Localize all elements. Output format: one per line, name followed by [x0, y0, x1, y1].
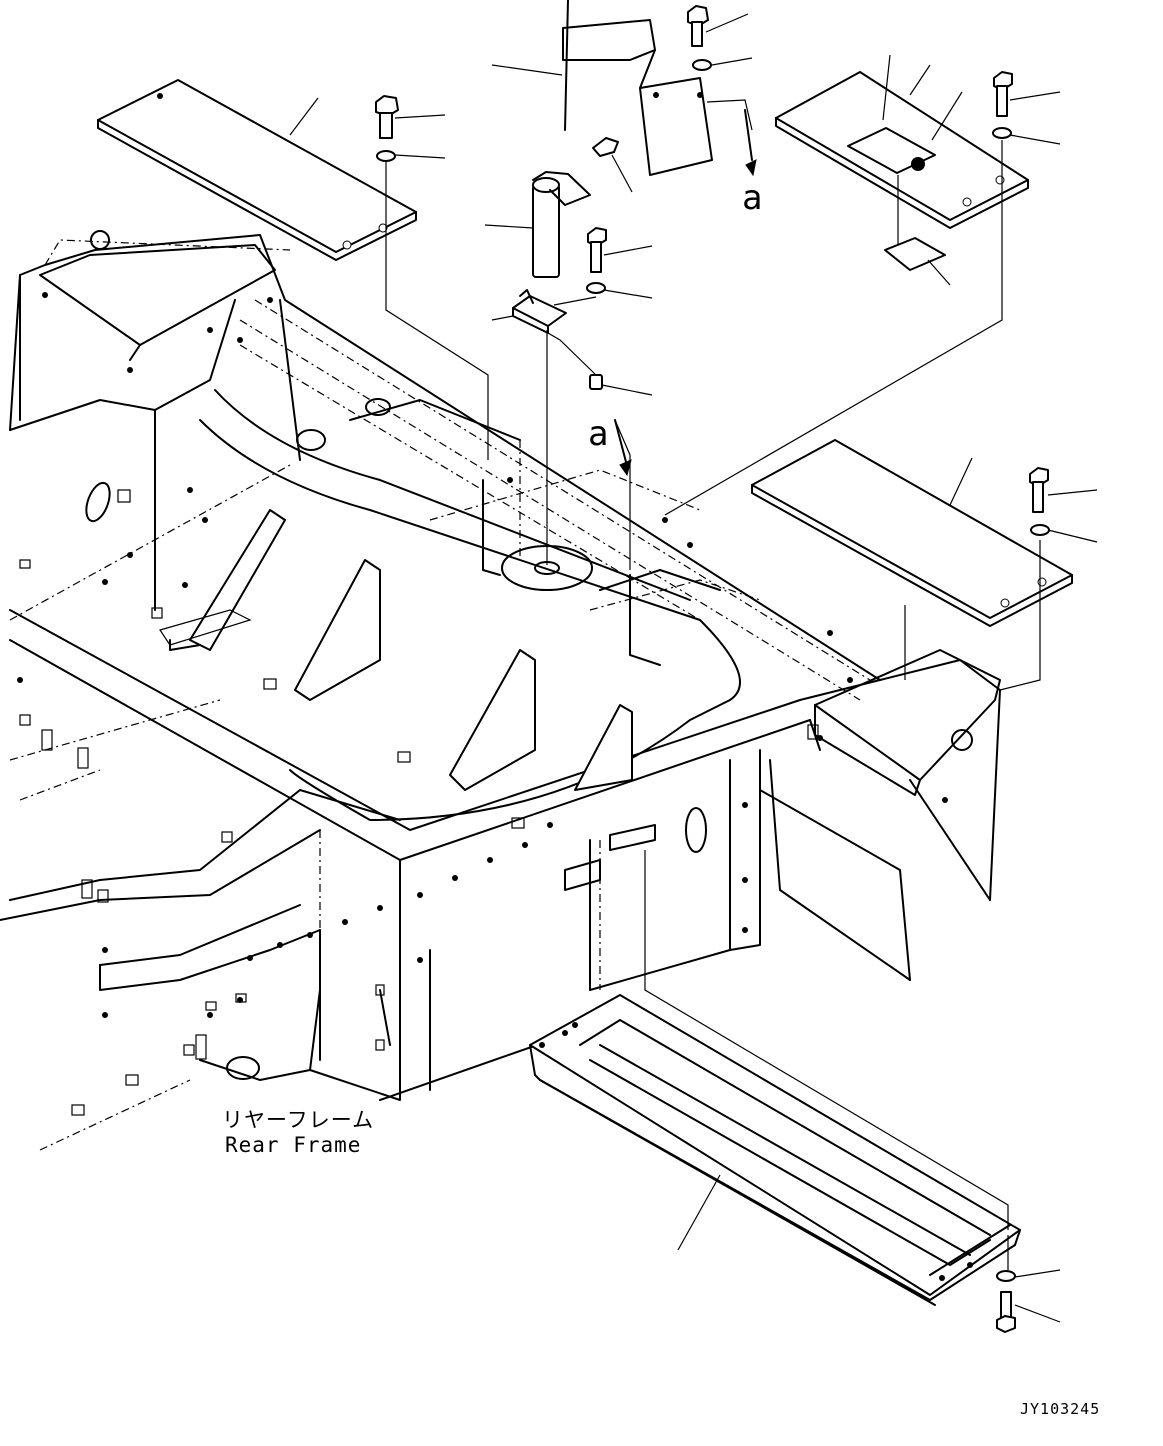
frame-hidden-lines	[9, 239, 871, 1151]
view-marker-a-top: a	[742, 178, 763, 218]
drawing-code: JY103245	[1020, 1400, 1101, 1418]
frame-caption-english: Rear Frame	[225, 1133, 362, 1157]
rear-frame	[0, 230, 1001, 1116]
view-arrows	[614, 109, 757, 477]
step-plate-right-on-frame	[814, 649, 1001, 796]
view-marker-a-mid: a	[588, 414, 609, 454]
step-tray	[529, 994, 1021, 1306]
step-plate-left-on-frame	[39, 244, 276, 361]
step-plate-upper-right	[775, 71, 1029, 229]
leader-lines	[289, 13, 1098, 1323]
step-plate-middle-right	[751, 439, 1073, 627]
assembly-lines	[385, 99, 1041, 1270]
frame-caption-japanese: リヤーフレーム	[222, 1108, 375, 1132]
hardware-parts	[375, 0, 1050, 1333]
step-plate-upper-left	[97, 79, 417, 261]
bolt-icon	[375, 95, 399, 139]
